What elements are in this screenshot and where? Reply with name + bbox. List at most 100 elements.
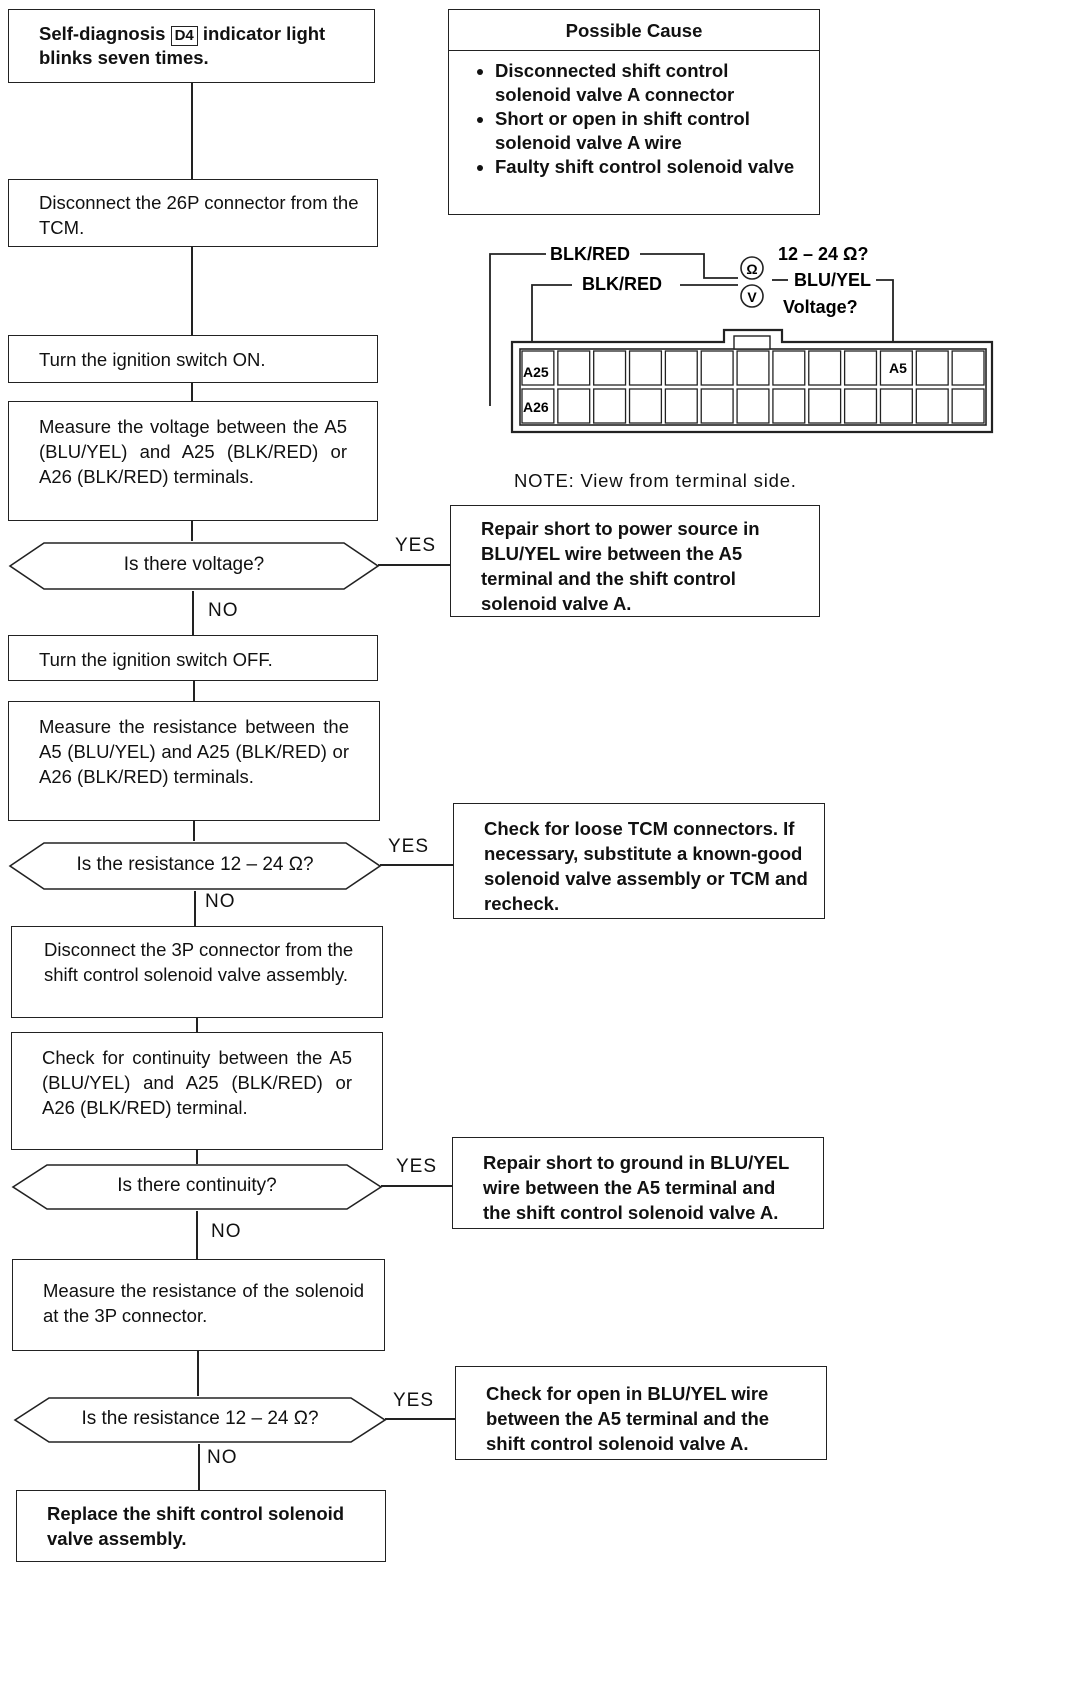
no-label: NO <box>208 600 239 621</box>
yes-line <box>380 864 453 866</box>
connector-cell <box>843 388 878 424</box>
yes-label: YES <box>393 1390 435 1411</box>
no-label: NO <box>205 891 236 912</box>
yes-label: YES <box>395 535 437 556</box>
possible-cause-box: Possible Cause Disconnected shift contro… <box>448 9 820 215</box>
voltage-question: Voltage? <box>783 297 858 317</box>
connector-cell <box>843 350 878 386</box>
connector-cell <box>736 350 770 386</box>
decision-resistance-solenoid: Is the resistance 12 – 24 Ω? <box>81 1408 319 1429</box>
wire-a5 <box>876 279 894 348</box>
voltmeter-icon <box>740 284 764 308</box>
connector-diagram: Ω V BLK/RED BLK/RED 12 – 24 Ω? BLU/YEL V… <box>489 244 994 434</box>
cause-item: Short or open in shift control solenoid … <box>495 107 799 155</box>
step-measure-solenoid: Measure the resistance of the solenoid a… <box>12 1259 385 1351</box>
result-short-power: Repair short to power source in BLU/YEL … <box>450 505 820 617</box>
d4-badge: D4 <box>170 26 198 46</box>
connector-cell <box>557 388 591 424</box>
connector-cell <box>808 388 842 424</box>
start-suffix: indicator light blinks seven times. <box>39 23 326 68</box>
connector-cell <box>879 350 913 386</box>
yes-label: YES <box>388 836 430 857</box>
possible-cause-list: Disconnected shift control solenoid valv… <box>449 51 819 185</box>
pin-a5-label: A5 <box>889 360 907 376</box>
connector-cell <box>736 388 770 424</box>
connector-line <box>196 1018 198 1032</box>
connector-cell <box>628 388 663 424</box>
connector-cell <box>700 350 734 386</box>
connector-line <box>191 383 193 401</box>
possible-cause-title: Possible Cause <box>449 10 819 51</box>
yes-line <box>381 1185 452 1187</box>
connector-line <box>193 681 195 701</box>
connector-cell <box>915 350 949 386</box>
connector-line <box>193 821 195 841</box>
wire-top-label: BLK/RED <box>550 244 630 264</box>
step-start: Self-diagnosis D4 indicator light blinks… <box>8 9 375 83</box>
cause-item: Disconnected shift control solenoid valv… <box>495 59 799 107</box>
connector-line <box>196 1150 198 1164</box>
connector-cell <box>915 388 949 424</box>
decision-continuity: Is there continuity? <box>117 1175 277 1196</box>
wire-a25 <box>531 284 572 348</box>
result-short-ground: Repair short to ground in BLU/YEL wire b… <box>452 1137 824 1229</box>
decision-shape <box>8 842 382 890</box>
connector-cell <box>772 350 806 386</box>
yes-line <box>378 564 450 566</box>
decision-shape <box>8 542 380 590</box>
step-ignition-off: Turn the ignition switch OFF. <box>8 635 378 681</box>
no-line <box>194 891 196 926</box>
start-prefix: Self-diagnosis <box>39 23 166 44</box>
connector-cell <box>557 350 591 386</box>
connector-cells <box>521 350 985 424</box>
step-check-continuity: Check for continuity between the A5 (BLU… <box>11 1032 383 1150</box>
connector-cell <box>521 388 555 424</box>
no-line <box>198 1444 200 1490</box>
connector-cell <box>700 388 734 424</box>
connector-cell <box>593 388 627 424</box>
connector-latch <box>733 335 771 350</box>
yes-label: YES <box>396 1156 438 1177</box>
connector-line <box>191 83 193 179</box>
connector-cell <box>664 350 698 386</box>
connector-line <box>197 1351 199 1396</box>
volt-symbol: V <box>747 289 757 305</box>
pin-a25-label: A25 <box>523 364 549 380</box>
connector-cell <box>951 350 985 386</box>
result-open-wire: Check for open in BLU/YEL wire between t… <box>455 1366 827 1460</box>
yes-line <box>385 1418 455 1420</box>
no-label: NO <box>207 1447 238 1468</box>
ohm-symbol: Ω <box>746 261 757 277</box>
connector-line <box>191 521 193 541</box>
connector-cell <box>772 388 806 424</box>
wire-a26 <box>489 253 546 406</box>
no-line <box>196 1211 198 1259</box>
connector-cell <box>628 350 663 386</box>
connector-cell <box>951 388 985 424</box>
decision-resistance: Is the resistance 12 – 24 Ω? <box>76 854 314 875</box>
step-disconnect-3p: Disconnect the 3P connector from the shi… <box>11 926 383 1018</box>
decision-shape <box>11 1164 383 1210</box>
no-label: NO <box>211 1221 242 1242</box>
step-measure-resistance: Measure the resistance between the A5 (B… <box>8 701 380 821</box>
step-replace-solenoid: Replace the shift control solenoid valve… <box>16 1490 386 1562</box>
connector-cell <box>808 350 842 386</box>
connector-cell <box>664 388 698 424</box>
ohm-range-label: 12 – 24 Ω? <box>778 244 868 264</box>
connector-cell <box>593 350 627 386</box>
result-loose-tcm: Check for loose TCM connectors. If neces… <box>453 803 825 919</box>
connector-note: NOTE: View from terminal side. <box>514 470 797 491</box>
connector-cell <box>521 350 555 386</box>
connector-line <box>191 247 193 335</box>
wire-inner-label: BLK/RED <box>582 274 662 294</box>
step-disconnect-26p: Disconnect the 26P connector from the TC… <box>8 179 378 247</box>
decision-shape <box>13 1397 387 1443</box>
step-measure-voltage: Measure the voltage between the A5 (BLU/… <box>8 401 378 521</box>
ohmmeter-icon <box>740 256 764 280</box>
wire-top-run <box>640 253 738 279</box>
wire-right-label: BLU/YEL <box>794 270 871 290</box>
pin-a26-label: A26 <box>523 399 549 415</box>
cause-item: Faulty shift control solenoid valve <box>495 155 799 179</box>
step-ignition-on: Turn the ignition switch ON. <box>8 335 378 383</box>
connector-cell <box>879 388 913 424</box>
